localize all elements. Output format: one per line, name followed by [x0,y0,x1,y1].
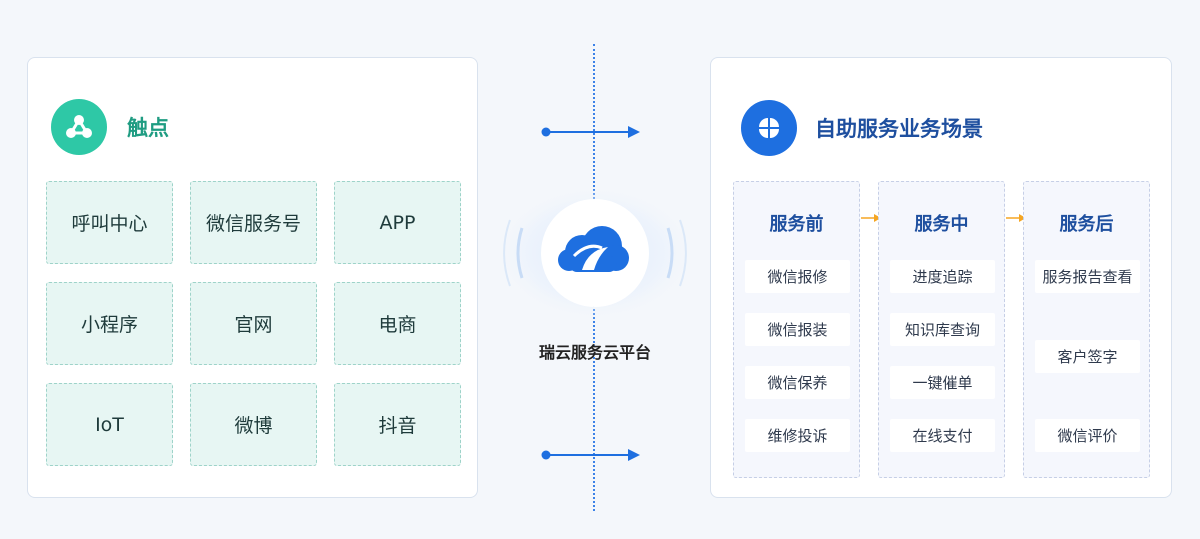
touchpoints-title: 触点 [127,116,169,140]
touchpoint-wechat-service[interactable]: 微信服务号 [190,181,317,264]
scenario-item[interactable]: 客户签字 [1035,340,1140,373]
column-title: 服务后 [1059,214,1114,235]
column-title: 服务前 [769,214,824,235]
scenario-item[interactable]: 服务报告查看 [1035,260,1140,293]
scenarios-header: 自助服务业务场景 [741,100,983,156]
touchpoint-weibo[interactable]: 微博 [190,383,317,466]
touchpoint-douyin[interactable]: 抖音 [334,383,461,466]
share-nodes-icon [51,99,107,155]
touchpoint-iot[interactable]: IoT [46,383,173,466]
touchpoint-mini-program[interactable]: 小程序 [46,282,173,365]
bottom-flow-arrow [541,449,640,461]
scenario-item[interactable]: 微信报装 [745,313,850,346]
scenario-item[interactable]: 在线支付 [890,419,995,452]
column-after-service: 服务后 服务报告查看 客户签字 微信评价 [1023,181,1150,478]
scenarios-panel: 自助服务业务场景 服务前 微信报修 微信报装 微信保养 维修投诉 服务中 进度追… [710,57,1172,498]
touchpoints-panel: 触点 呼叫中心 微信服务号 APP 小程序 官网 电商 IoT 微博 抖音 [27,57,478,498]
touchpoint-call-center[interactable]: 呼叫中心 [46,181,173,264]
touchpoints-header: 触点 [51,99,169,155]
scenarios-title: 自助服务业务场景 [815,117,983,141]
orange-arrow-icon [1006,214,1026,222]
scenario-item[interactable]: 进度追踪 [890,260,995,293]
platform-label: 瑞云服务云平台 [538,343,651,362]
scenario-item[interactable]: 一键催单 [890,366,995,399]
scenario-item[interactable]: 知识库查询 [890,313,995,346]
touchpoint-website[interactable]: 官网 [190,282,317,365]
touchpoint-app[interactable]: APP [334,181,461,264]
touchpoint-ecommerce[interactable]: 电商 [334,282,461,365]
orange-arrow-icon [861,214,881,222]
top-flow-arrow [541,126,640,138]
scenario-item[interactable]: 维修投诉 [745,419,850,452]
column-title: 服务中 [914,214,969,235]
cloud-logo-icon [558,226,629,272]
column-during-service: 服务中 进度追踪 知识库查询 一键催单 在线支付 [878,181,1005,478]
column-before-service: 服务前 微信报修 微信报装 微信保养 维修投诉 [733,181,860,478]
touchpoint-grid: 呼叫中心 微信服务号 APP 小程序 官网 电商 IoT 微博 抖音 [46,181,461,466]
four-petal-icon [741,100,797,156]
scenario-item[interactable]: 微信评价 [1035,419,1140,452]
platform-logo [495,190,695,321]
scenario-item[interactable]: 微信报修 [745,260,850,293]
scenario-item[interactable]: 微信保养 [745,366,850,399]
